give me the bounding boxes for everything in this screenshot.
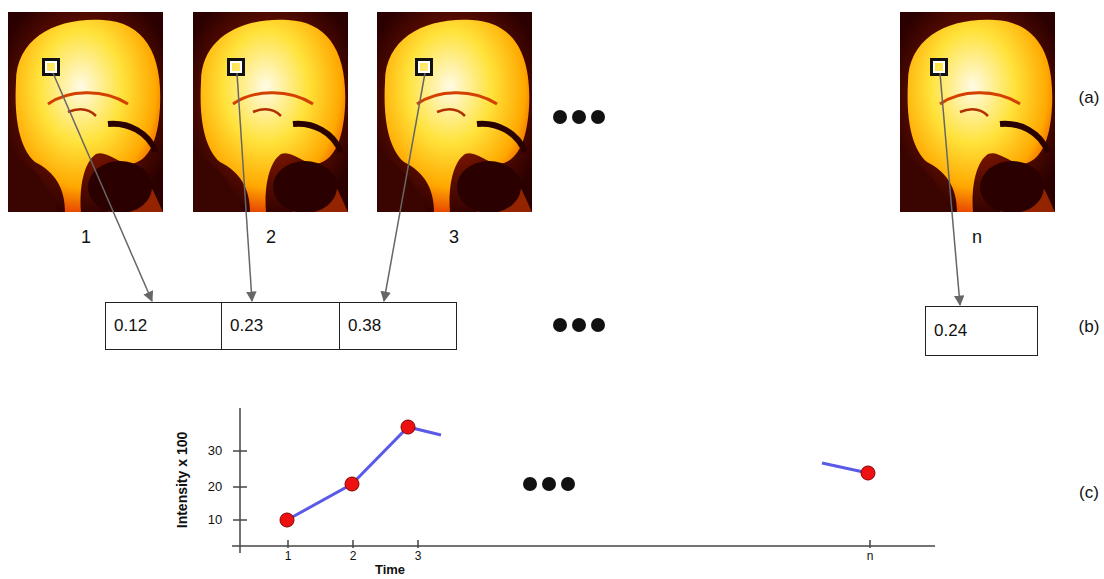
frame-number: n [972,228,982,248]
panel-letter: (b) [1079,318,1100,337]
x-tick [417,540,419,548]
voxel-marker [229,60,243,74]
voxel-marker [417,60,431,74]
value-text: 0.23 [222,316,263,336]
leader-arrow [940,73,960,305]
leader-arrow [237,73,252,301]
tick-label: 10 [208,513,222,527]
voxel-marker [44,60,58,74]
value-cell: 0.24 [925,306,1038,356]
y-tick [233,450,247,452]
y-axis [239,408,241,553]
voxel-markers [44,60,946,74]
frame-number: 1 [81,228,91,248]
mri-frame [377,12,532,213]
x-axis [232,545,935,547]
ellipsis-dot [553,318,567,332]
tick-label: 30 [208,444,222,458]
axis-title: Time [375,563,405,577]
ellipsis-dot [591,110,605,124]
data-point [401,420,415,434]
leader-arrow [53,73,152,301]
ellipsis-dot [591,318,605,332]
ellipsis-dot [572,110,586,124]
frame-number: 2 [266,228,276,248]
data-point [280,513,294,527]
y-tick [233,486,247,488]
voxel-marker [934,62,944,72]
x-tick [352,540,354,548]
mri-frame [8,12,163,213]
tick-label: n [867,550,874,563]
x-tick [869,540,871,548]
ellipsis-dot [561,477,575,491]
mri-frame [193,12,348,213]
ellipsis-dot [542,477,556,491]
ellipsis-dots [523,110,605,491]
chart-axes [232,408,935,553]
series-points [280,420,875,527]
leader-arrows [53,73,960,305]
leader-arrow [384,73,425,301]
x-tick [287,540,289,548]
panel-letter: (c) [1079,484,1099,503]
ellipsis-dot [523,477,537,491]
series-segment [287,427,441,520]
voxel-marker [46,62,56,72]
tick-label: 20 [208,480,222,494]
value-text: 0.24 [926,321,967,341]
mri-frames [8,12,1055,213]
series-line [287,427,868,520]
value-cell: 0.38 [339,302,457,350]
y-tick [233,519,247,521]
mri-frame [900,12,1055,213]
value-cell: 0.23 [221,302,340,350]
ellipsis-dot [553,110,567,124]
tick-label: 2 [350,550,357,563]
value-text: 0.38 [340,316,381,336]
tick-label: 3 [415,550,422,563]
value-text: 0.12 [106,316,147,336]
panel-letter: (a) [1079,89,1100,108]
voxel-marker [419,62,429,72]
ellipsis-dot [572,318,586,332]
data-point [345,477,359,491]
axis-title: Intensity x 100 [175,432,190,529]
value-cell: 0.12 [105,302,222,350]
frame-number: 3 [449,228,459,248]
voxel-marker [231,62,241,72]
tick-label: 1 [285,550,292,563]
data-point [861,466,875,480]
voxel-marker [932,60,946,74]
